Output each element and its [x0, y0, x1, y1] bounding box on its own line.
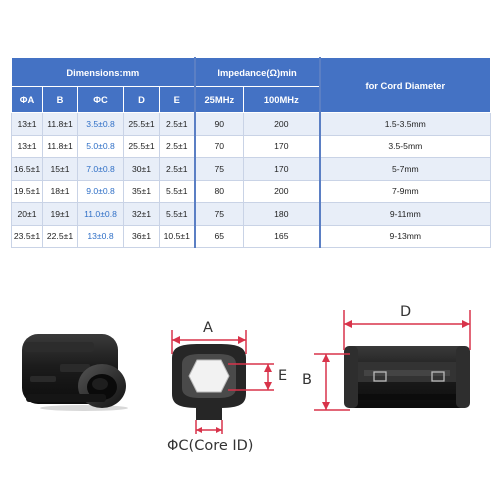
side-view-drawing — [344, 346, 470, 408]
cell-25mhz: 70 — [193, 134, 245, 158]
column-header-d: D — [123, 86, 160, 113]
cell-d: 30±1 — [123, 157, 160, 181]
cord-diameter-header: for Cord Diameter — [318, 57, 492, 113]
cell-a: 13±1 — [11, 134, 43, 158]
front-view-drawing — [172, 344, 246, 420]
cell-cord-diameter: 9-13mm — [318, 224, 492, 248]
ferrite-core-photo — [22, 334, 128, 411]
dimension-lines — [171, 310, 471, 434]
cell-c: 3.5±0.8 — [77, 112, 124, 136]
cell-100mhz: 200 — [243, 112, 321, 136]
table-row: 20±1 19±1 11.0±0.8 32±1 5.5±1 75 180 9-1… — [11, 202, 492, 226]
cell-cord-diameter: 7-9mm — [318, 179, 492, 203]
dimension-label-c: ΦC(Core ID) — [167, 438, 254, 454]
cell-b: 11.8±1 — [42, 112, 78, 136]
cell-25mhz: 65 — [193, 224, 245, 248]
cell-25mhz: 75 — [193, 202, 245, 226]
cell-b: 22.5±1 — [42, 224, 78, 248]
cell-d: 32±1 — [123, 202, 160, 226]
cell-e: 2.5±1 — [158, 134, 196, 158]
cell-c: 5.0±0.8 — [77, 134, 124, 158]
impedance-group-header: Impedance(Ω)min — [193, 57, 321, 87]
cell-d: 35±1 — [123, 179, 160, 203]
column-header-b: B — [42, 86, 78, 113]
cell-c: 13±0.8 — [77, 224, 124, 248]
column-header-e: E — [158, 86, 196, 113]
table-row: 19.5±1 18±1 9.0±0.8 35±1 5.5±1 80 200 7-… — [11, 179, 492, 203]
cell-b: 19±1 — [42, 202, 78, 226]
cell-100mhz: 165 — [243, 224, 321, 248]
cell-a: 19.5±1 — [11, 179, 43, 203]
cell-100mhz: 200 — [243, 179, 321, 203]
cell-b: 11.8±1 — [42, 134, 78, 158]
cell-100mhz: 180 — [243, 202, 321, 226]
table-row: 13±1 11.8±1 3.5±0.8 25.5±1 2.5±1 90 200 … — [11, 112, 492, 136]
cell-e: 5.5±1 — [158, 202, 196, 226]
cell-a: 23.5±1 — [11, 224, 43, 248]
cell-e: 5.5±1 — [158, 179, 196, 203]
cell-25mhz: 75 — [193, 157, 245, 181]
cell-25mhz: 90 — [193, 112, 245, 136]
spec-table: Dimensions:mm Impedance(Ω)min for Cord D… — [10, 57, 492, 248]
column-header-a: ΦA — [11, 86, 43, 113]
cell-c: 11.0±0.8 — [77, 202, 124, 226]
cell-cord-diameter: 3.5-5mm — [318, 134, 492, 158]
cell-b: 15±1 — [42, 157, 78, 181]
dimensions-group-header: Dimensions:mm — [10, 57, 196, 87]
cell-a: 16.5±1 — [11, 157, 43, 181]
cell-a: 13±1 — [11, 112, 43, 136]
table-row: 23.5±1 22.5±1 13±0.8 36±1 10.5±1 65 165 … — [11, 224, 492, 248]
dimension-label-d: D — [400, 304, 412, 320]
dimension-label-b: B — [302, 372, 312, 388]
column-header-100mhz: 100MHz — [243, 86, 321, 113]
cell-e: 2.5±1 — [158, 112, 196, 136]
column-header-c: ΦC — [77, 86, 124, 113]
dimension-label-e: E — [278, 368, 288, 384]
cell-100mhz: 170 — [243, 157, 321, 181]
cell-a: 20±1 — [11, 202, 43, 226]
dimension-diagram: A E ΦC(Core ID) D B — [0, 290, 500, 500]
cell-d: 36±1 — [123, 224, 160, 248]
cell-25mhz: 80 — [193, 179, 245, 203]
cell-100mhz: 170 — [243, 134, 321, 158]
table-row: 13±1 11.8±1 5.0±0.8 25.5±1 2.5±1 70 170 … — [11, 134, 492, 158]
dimension-label-a: A — [203, 320, 213, 336]
cell-cord-diameter: 1.5-3.5mm — [318, 112, 492, 136]
cell-c: 9.0±0.8 — [77, 179, 124, 203]
diagram-drawing — [22, 310, 471, 434]
cell-e: 10.5±1 — [158, 224, 196, 248]
cell-b: 18±1 — [42, 179, 78, 203]
table-row: 16.5±1 15±1 7.0±0.8 30±1 2.5±1 75 170 5-… — [11, 157, 492, 181]
cell-d: 25.5±1 — [123, 134, 160, 158]
cell-e: 2.5±1 — [158, 157, 196, 181]
cell-cord-diameter: 9-11mm — [318, 202, 492, 226]
cell-c: 7.0±0.8 — [77, 157, 124, 181]
cell-cord-diameter: 5-7mm — [318, 157, 492, 181]
column-header-25mhz: 25MHz — [193, 86, 245, 113]
cell-d: 25.5±1 — [123, 112, 160, 136]
